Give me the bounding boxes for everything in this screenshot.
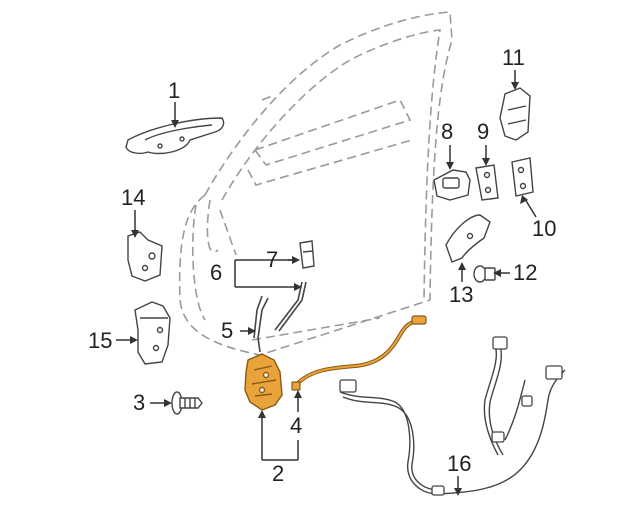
leader-arrowheads	[130, 82, 528, 496]
callout-6: 6	[210, 260, 223, 285]
callout-16: 16	[447, 451, 472, 476]
screw-part	[171, 391, 203, 415]
callout-10: 10	[532, 216, 557, 241]
upper-hinge-bracket-part	[127, 231, 163, 282]
callout-12: 12	[513, 260, 538, 285]
door-outline	[178, 11, 453, 356]
callout-7: 7	[266, 247, 279, 272]
lock-cable-core	[295, 320, 419, 386]
door-lock-actuator-part	[244, 353, 283, 411]
callout-3: 3	[133, 390, 146, 415]
hinge-bolt-part	[473, 265, 496, 283]
callout-11: 11	[502, 45, 525, 70]
lower-hinge-part	[134, 301, 171, 365]
rod-clip-part	[299, 240, 315, 269]
callout-1: 1	[168, 78, 181, 103]
lock-cable-end-fitting	[291, 315, 427, 391]
callout-14: 14	[121, 185, 146, 210]
inside-lock-rod-part	[253, 295, 269, 353]
callout-2: 2	[272, 461, 285, 486]
outside-handle-part	[125, 117, 225, 155]
lock-cable-part	[294, 319, 420, 387]
callout-13: 13	[449, 282, 474, 307]
hinge-part	[499, 87, 531, 141]
callout-8: 8	[441, 119, 454, 144]
door-check-part	[433, 169, 471, 201]
leader-lines	[116, 70, 537, 492]
wiring-harness-part	[339, 344, 566, 495]
harness-connectors	[339, 336, 563, 496]
lower-door-hinge-part	[445, 214, 491, 263]
callout-9: 9	[477, 119, 490, 144]
shim-plate-part	[511, 157, 534, 197]
callout-15: 15	[88, 328, 113, 353]
callout-4: 4	[290, 413, 303, 438]
striker-plate-part	[475, 164, 499, 201]
callout-5: 5	[221, 318, 234, 343]
lock-rods-part	[274, 281, 307, 332]
